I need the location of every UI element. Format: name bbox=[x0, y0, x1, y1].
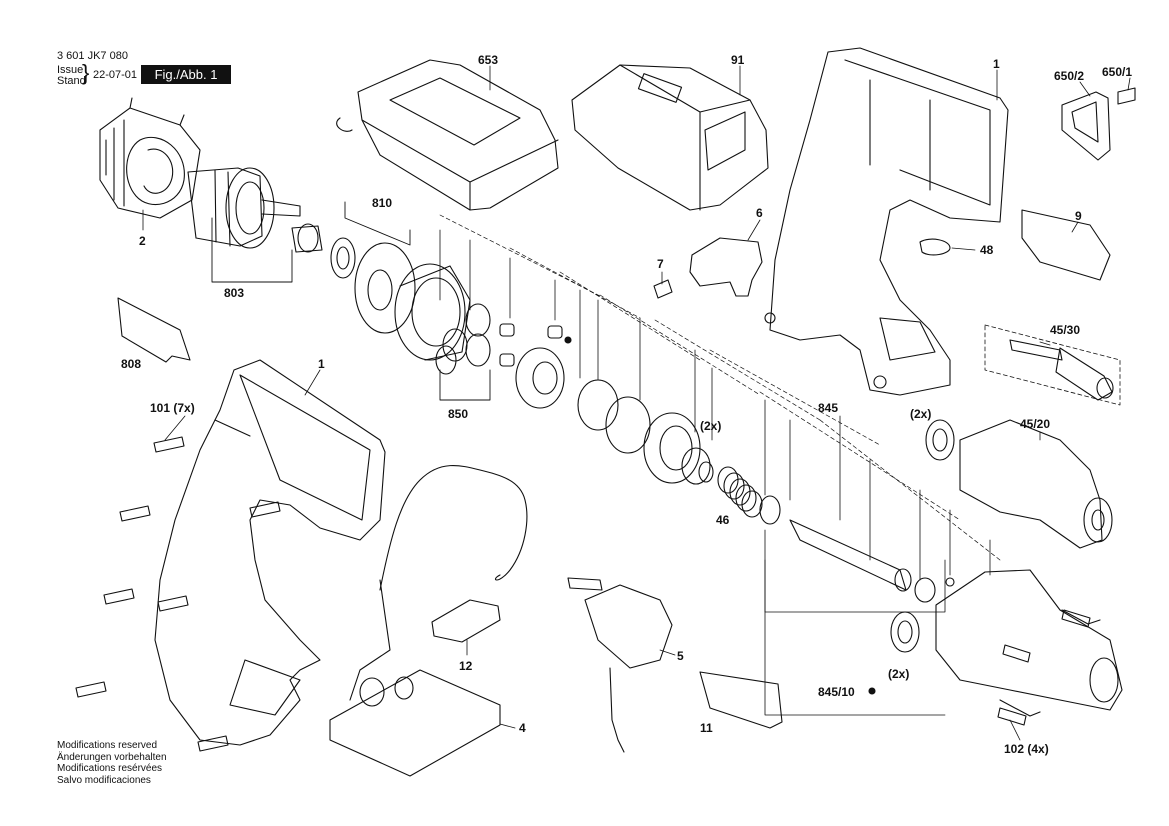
part-label-6: 6 bbox=[756, 206, 763, 220]
part-label-653: 653 bbox=[478, 53, 498, 67]
note-line: Modifications reserved bbox=[57, 740, 158, 751]
note-line: Änderungen vorbehalten bbox=[57, 751, 167, 763]
part-label-9: 9 bbox=[1075, 209, 1082, 223]
part-label-12: 12 bbox=[459, 659, 473, 673]
ring-gear-drawing bbox=[394, 263, 471, 361]
trigger-switch-drawing bbox=[567, 577, 673, 753]
module-12-drawing bbox=[431, 599, 501, 643]
bracket-803 bbox=[211, 217, 293, 283]
stand-label: Stand bbox=[57, 75, 86, 87]
bearing-set-810-drawing bbox=[330, 201, 416, 334]
part-label-850: 850 bbox=[448, 407, 468, 421]
part-label-45-30: 45/30 bbox=[1050, 323, 1080, 337]
part-label-48: 48 bbox=[980, 243, 994, 257]
motor-stator-drawing bbox=[99, 97, 201, 219]
housing-shell-top-drawing bbox=[764, 47, 1009, 396]
part-label-650-2: 650/2 bbox=[1054, 69, 1084, 83]
screws-101-drawing bbox=[75, 436, 281, 752]
part-label-4: 4 bbox=[519, 721, 526, 735]
part-label-810: 810 bbox=[372, 196, 392, 210]
part-label-45-20: 45/20 bbox=[1020, 417, 1050, 431]
note-line: Salvo modificaciones bbox=[57, 774, 151, 786]
part-label-845-10: 845/10 bbox=[818, 685, 855, 699]
figure-label: Fig./Abb. 1 bbox=[141, 65, 231, 84]
wire-lead-drawing bbox=[349, 579, 391, 701]
issue-label: Issue bbox=[57, 64, 84, 76]
article-number: 3 601 JK7 080 bbox=[57, 50, 128, 62]
issue-date: 22-07-01 bbox=[93, 69, 138, 81]
part-label-46: 46 bbox=[716, 513, 730, 527]
clip-48-drawing bbox=[919, 238, 951, 256]
part-label-101: 101 (7x) bbox=[150, 401, 195, 415]
bit-holder-drawing bbox=[984, 324, 1121, 406]
note-line: Modifications resérvées bbox=[57, 763, 163, 774]
armature-drawing bbox=[187, 167, 323, 253]
charger-drawing bbox=[336, 59, 559, 211]
battery-drawing bbox=[571, 64, 769, 211]
part-label-845: 845 bbox=[818, 401, 838, 415]
label-leaders bbox=[142, 65, 1131, 741]
brace-symbol: } bbox=[82, 60, 90, 85]
belt-clip-drawing bbox=[1061, 87, 1136, 161]
modification-notes: Modifications reserved Änderungen vorbeh… bbox=[57, 740, 167, 786]
assembly-leader-lines bbox=[439, 214, 1001, 561]
part-label-2x-c: (2x) bbox=[888, 667, 909, 681]
screws-102-drawing bbox=[997, 609, 1091, 726]
part-label-1-bottom: 1 bbox=[318, 357, 325, 371]
part-label-11: 11 bbox=[700, 721, 713, 735]
part-label-808: 808 bbox=[121, 357, 141, 371]
gear-housing-drawing bbox=[890, 569, 1123, 717]
spindle-shaft-drawing bbox=[759, 495, 955, 603]
housing-shell-bottom-drawing bbox=[154, 359, 386, 746]
bullet-dot bbox=[868, 687, 876, 695]
planet-carrier-drawing bbox=[515, 347, 714, 485]
part-label-650-1: 650/1 bbox=[1102, 65, 1132, 79]
spring-46-drawing bbox=[717, 466, 763, 518]
bracket-850 bbox=[439, 369, 491, 401]
label-808-drawing bbox=[117, 297, 191, 363]
part-leader-lines bbox=[439, 229, 991, 716]
part-label-2: 2 bbox=[139, 234, 146, 248]
wire-harness-drawing bbox=[379, 464, 528, 591]
part-label-1-top: 1 bbox=[993, 57, 1000, 71]
part-label-7: 7 bbox=[657, 257, 664, 271]
part-label-803: 803 bbox=[224, 286, 244, 300]
part-label-5: 5 bbox=[677, 649, 684, 663]
part-label-2x-a: (2x) bbox=[910, 407, 931, 421]
pcb-4-drawing bbox=[329, 669, 501, 777]
direction-switch-drawing bbox=[653, 237, 763, 299]
label-11-drawing bbox=[699, 671, 783, 729]
part-label-2x-b: (2x) bbox=[700, 419, 721, 433]
part-label-102: 102 (4x) bbox=[1004, 742, 1049, 756]
part-label-91: 91 bbox=[731, 53, 745, 67]
planet-gears-drawing bbox=[435, 303, 572, 375]
depth-stop-drawing bbox=[925, 419, 1113, 549]
nameplate-9-drawing bbox=[1021, 209, 1111, 281]
